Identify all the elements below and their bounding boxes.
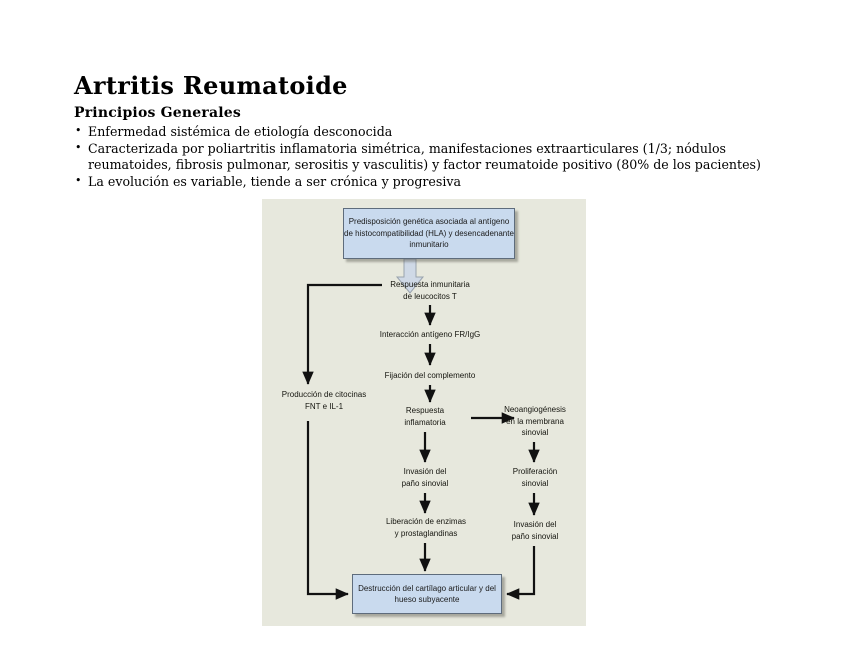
node-produccion-citocinas: Producción de citocinas FNT e IL-1 — [281, 390, 367, 411]
node-destruccion-cartilago: Destrucción del cartílago articular y de… — [352, 574, 502, 614]
node-interaccion-antigeno: Interacción antígeno FR/IgG — [379, 330, 481, 339]
pathogenesis-flowchart-panel: Predisposición genética asociada al antí… — [262, 199, 586, 626]
node-neoangiogenesis: Neoangiogénesis en la membrana sinovial — [504, 405, 566, 437]
node-liberacion-enzimas: Liberación de enzimas y prostaglandinas — [385, 517, 467, 538]
list-item: La evolución es variable, tiende a ser c… — [74, 173, 774, 190]
node-respuesta-inflamatoria: Respuesta inflamatoria — [404, 406, 446, 427]
flowchart-connectors — [302, 258, 540, 600]
arrow-citocinas-to-destruccion — [306, 421, 349, 600]
node-fijacion-complemento: Fijación del complemento — [384, 371, 476, 380]
list-item: Enfermedad sistémica de etiología descon… — [74, 123, 774, 140]
page-title: Artritis Reumatoide — [74, 71, 348, 100]
node-invasion-pano-sinovial-derecha: Invasión del paño sinovial — [511, 520, 559, 541]
list-item: Caracterizada por poliartritis inflamato… — [74, 140, 774, 174]
node-proliferacion-sinovial: Proliferación sinovial — [512, 467, 558, 488]
arrow-invasion-derecha-to-destruccion — [506, 546, 536, 600]
block-arrow-icon — [395, 258, 425, 294]
node-respuesta-inmunitaria: Respuesta inmunitaria de leucocitos T — [390, 280, 470, 301]
document-text-block: Artritis Reumatoide Principios Generales… — [74, 72, 774, 191]
flowchart-canvas: Predisposición genética asociada al antí… — [262, 199, 586, 626]
arrow-inmunitaria-to-citocinas — [302, 283, 382, 385]
section-heading: Principios Generales — [74, 105, 241, 121]
principios-generales-list: Enfermedad sistémica de etiología descon… — [74, 123, 774, 191]
node-invasion-pano-sinovial-centro: Invasión del paño sinovial — [401, 467, 449, 488]
node-predisposicion-genetica: Predisposición genética asociada al antí… — [343, 208, 515, 259]
